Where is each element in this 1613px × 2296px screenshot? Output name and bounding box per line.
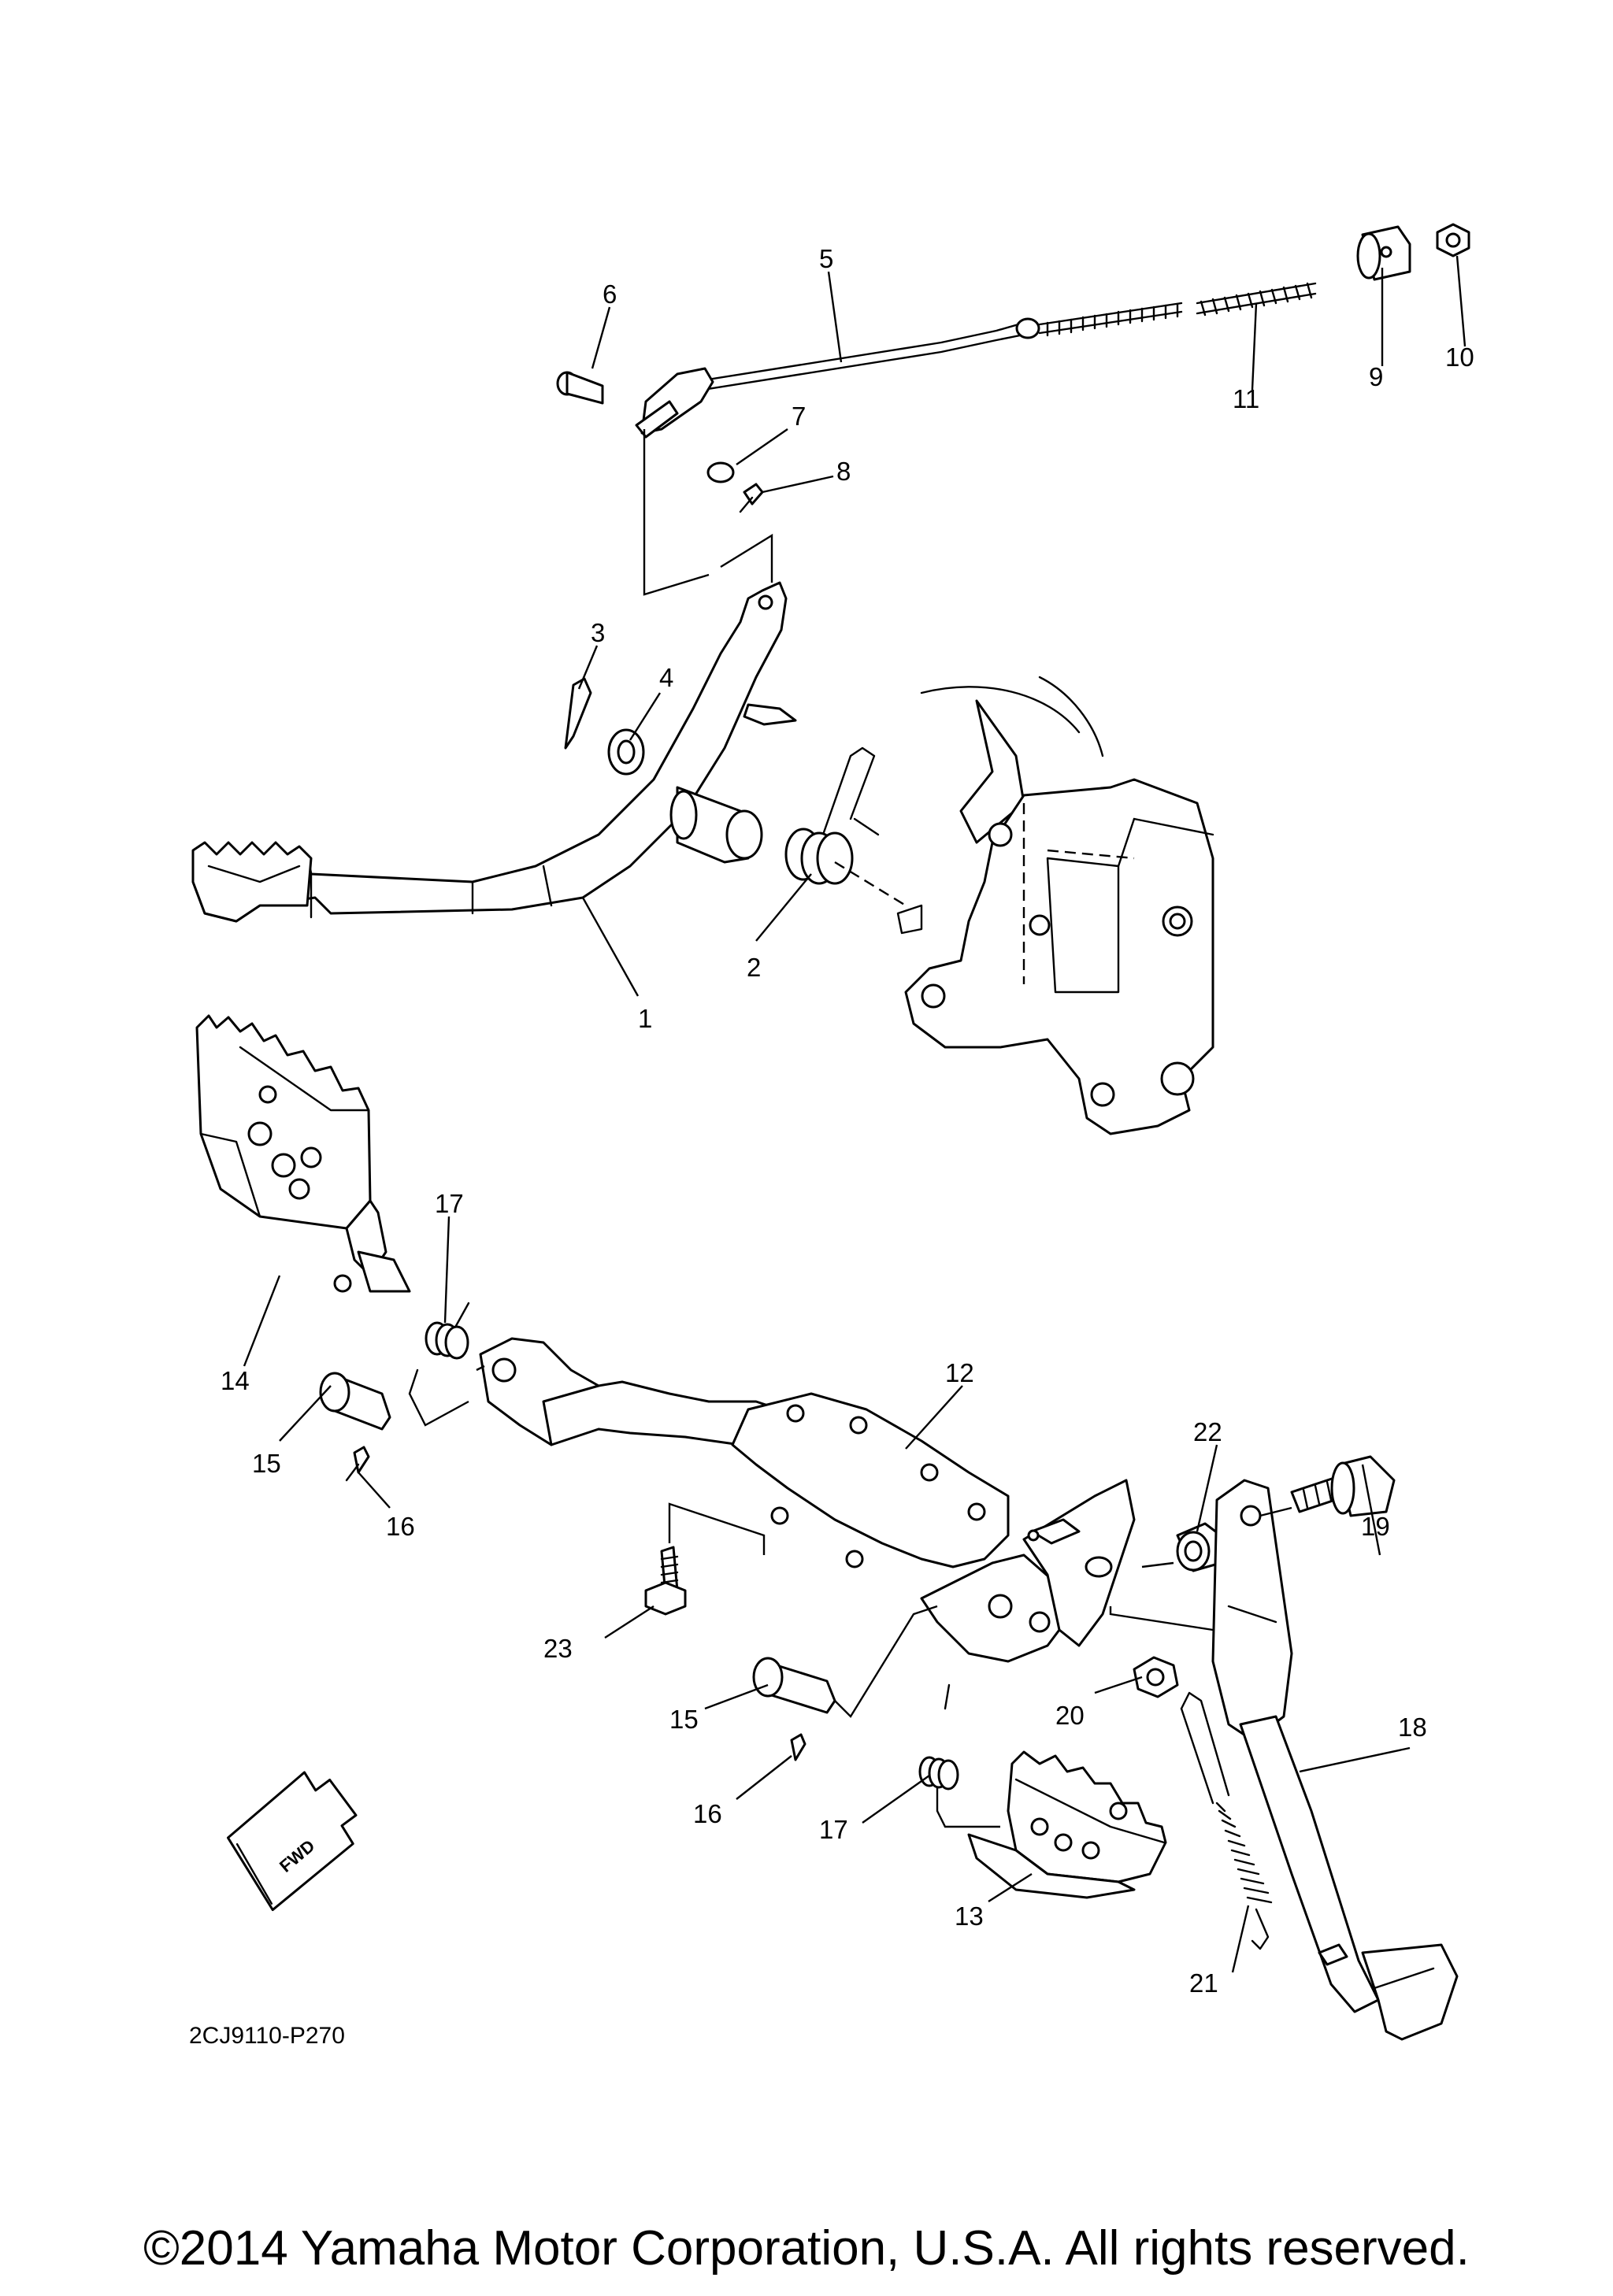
callout-9: 9 xyxy=(1369,362,1383,391)
callout-16: 16 xyxy=(386,1512,415,1541)
spring-17-upper xyxy=(408,1302,470,1395)
callout-7: 7 xyxy=(792,402,806,431)
callout-19: 19 xyxy=(1361,1512,1390,1541)
diagram-code: 2CJ9110-P270 xyxy=(189,2023,345,2049)
callout-16-second: 16 xyxy=(693,1799,722,1828)
fwd-arrow-icon: FWD xyxy=(226,1771,358,1912)
callout-14: 14 xyxy=(221,1366,250,1395)
return-spring xyxy=(784,746,907,907)
footrest-right xyxy=(967,1750,1167,1899)
callout-13: 13 xyxy=(955,1902,984,1931)
cotter-pin-8 xyxy=(739,483,764,513)
brake-pedal xyxy=(191,581,797,923)
spring-17-lower xyxy=(918,1683,959,1813)
callout-20: 20 xyxy=(1055,1701,1085,1730)
washer-4 xyxy=(607,728,645,776)
guide-line-pin-lower xyxy=(834,1605,938,1718)
footrest-left xyxy=(195,1014,411,1293)
callout-10: 10 xyxy=(1445,343,1474,372)
callout-12: 12 xyxy=(945,1358,974,1387)
callout-15: 15 xyxy=(252,1449,281,1478)
cotter-pin-3 xyxy=(564,677,592,750)
leader-lines xyxy=(243,255,1467,1973)
cotter-pin-16-upper xyxy=(345,1446,370,1482)
callout-5: 5 xyxy=(819,244,833,273)
pin-15-lower xyxy=(752,1657,836,1714)
callout-23: 23 xyxy=(543,1634,573,1663)
callout-17-second: 17 xyxy=(819,1815,848,1844)
collar-22 xyxy=(1176,1522,1222,1572)
guide-line-spring-lower xyxy=(936,1810,1000,1828)
callout-1: 1 xyxy=(638,1004,652,1033)
pin-15-upper xyxy=(319,1372,391,1431)
guide-line-lower-left xyxy=(408,1365,485,1427)
bolt-23 xyxy=(644,1546,687,1616)
callout-18: 18 xyxy=(1398,1713,1427,1742)
clevis-pin-6 xyxy=(556,371,604,405)
copyright-notice: ©2014 Yamaha Motor Corporation, U.S.A. A… xyxy=(143,2221,1470,2276)
frame-bracket xyxy=(896,676,1214,1135)
callout-2: 2 xyxy=(747,953,761,982)
footrest-bracket xyxy=(479,1337,1136,1663)
callout-15-second: 15 xyxy=(669,1705,699,1734)
callout-4: 4 xyxy=(659,663,673,692)
callout-numbers: 1 2 3 4 5 6 7 8 9 10 11 12 13 14 15 16 1… xyxy=(221,244,1474,1998)
guide-line-stand xyxy=(1109,1506,1292,1631)
sidestand-spring xyxy=(1180,1691,1348,1966)
nut-20 xyxy=(1133,1656,1179,1698)
guide-line-collar xyxy=(1141,1561,1174,1568)
joint-9 xyxy=(1356,225,1411,281)
pivot-shaft xyxy=(669,786,763,864)
callout-11: 11 xyxy=(1233,384,1259,413)
guide-line-bolt xyxy=(668,1502,766,1555)
callout-3: 3 xyxy=(591,618,605,647)
sidestand xyxy=(1211,1479,1459,2041)
callout-22: 22 xyxy=(1193,1417,1222,1446)
bolt-19 xyxy=(1290,1455,1396,1517)
nut-10 xyxy=(1436,223,1470,257)
brake-rod xyxy=(635,302,1183,439)
cotter-pin-16-lower xyxy=(790,1733,806,1761)
washer-7 xyxy=(706,461,735,483)
guide-line-upper xyxy=(643,429,773,596)
callout-6: 6 xyxy=(603,280,617,309)
callout-8: 8 xyxy=(836,457,851,486)
callout-21: 21 xyxy=(1189,1968,1218,1998)
callout-17: 17 xyxy=(435,1189,464,1218)
